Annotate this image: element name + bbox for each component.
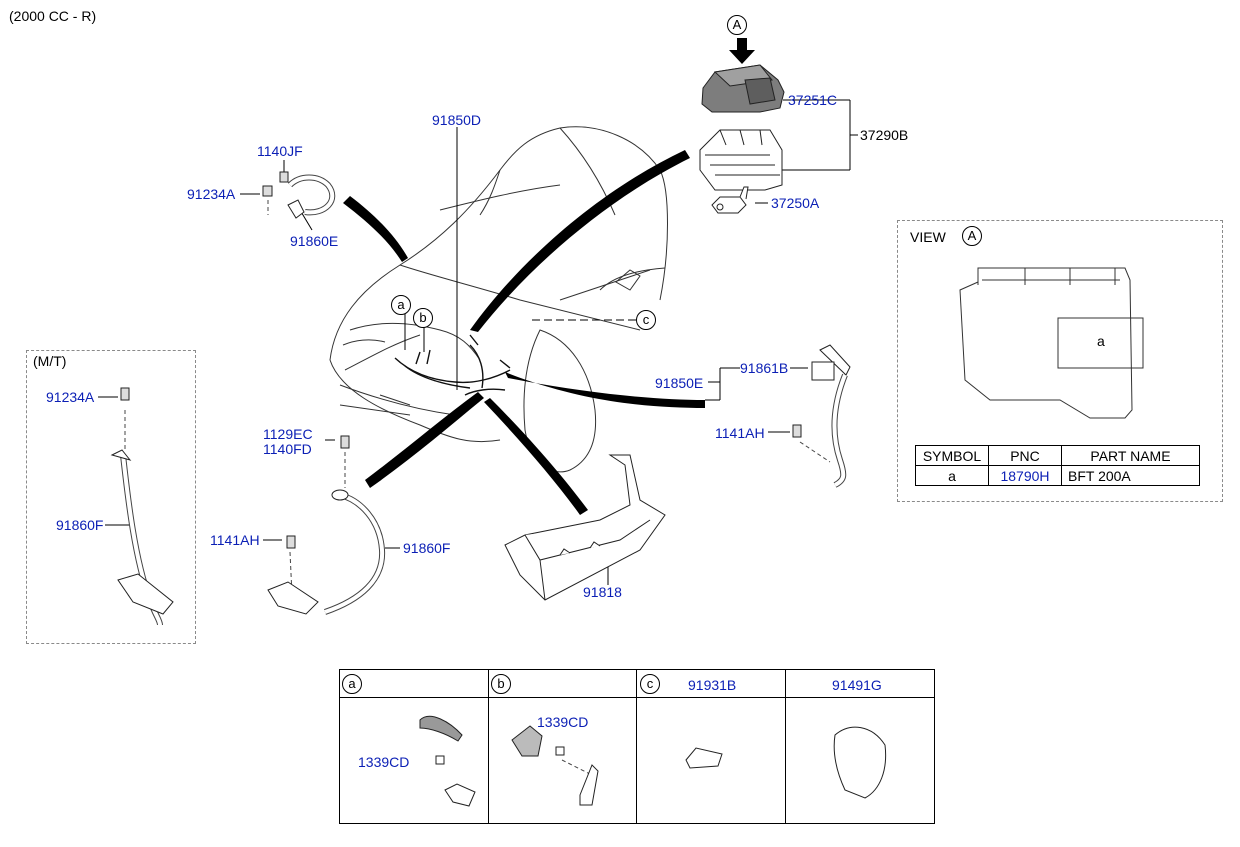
parts-table-part-b-1339CD[interactable]: 1339CD <box>537 714 589 730</box>
part-label-1140FD[interactable]: 1140FD <box>263 441 312 457</box>
battery-cover-icon <box>701 64 785 113</box>
ground-cable-91850E-icon <box>792 344 851 488</box>
callout-marker-c[interactable]: c <box>636 310 656 330</box>
view-a-box-marker: A <box>962 226 982 246</box>
part-label-91850D[interactable]: 91850D <box>432 112 482 128</box>
symbol-table-row: a 18790H BFT 200A <box>915 465 1200 486</box>
part-label-91860F[interactable]: 91860F <box>403 540 451 556</box>
mt-option-box <box>26 350 196 644</box>
parts-table-part-a-1339CD[interactable]: 1339CD <box>358 754 410 770</box>
part-label-91818[interactable]: 91818 <box>583 584 622 600</box>
part-label-1140JF[interactable]: 1140JF <box>257 143 303 159</box>
parts-table-col-a <box>340 670 489 823</box>
parts-table-icons <box>419 715 887 807</box>
parts-table-col-b <box>488 670 637 823</box>
battery-terminal-icon <box>711 186 749 214</box>
pointer-91818 <box>484 398 588 515</box>
parts-table-marker-c: c <box>640 674 660 694</box>
pointer-91860F <box>365 392 484 488</box>
fuse-symbol-label: a <box>1097 333 1105 349</box>
symbol-table-header-row: SYMBOL PNC PART NAME <box>915 445 1200 466</box>
view-a-heading: VIEW <box>910 229 946 245</box>
symbol-table: SYMBOL PNC PART NAME a 18790H BFT 200A <box>915 445 1200 486</box>
part-label-37250A[interactable]: 37250A <box>771 195 820 211</box>
part-label-37251C[interactable]: 37251C <box>788 92 838 108</box>
mt-box-heading: (M/T) <box>33 353 67 369</box>
ground-cable-91860F-icon <box>267 435 386 615</box>
mt-part-label-91234A[interactable]: 91234A <box>46 389 95 405</box>
pointer-91850E <box>505 372 705 408</box>
ground-cable-mt-icon <box>110 387 174 626</box>
view-a-arrow-icon <box>729 38 755 64</box>
view-a-marker: A <box>727 15 747 35</box>
parts-table-title-91931B[interactable]: 91931B <box>688 677 737 693</box>
view-a-box <box>897 220 1223 502</box>
parts-table-marker-b: b <box>491 674 511 694</box>
part-label-1129EC[interactable]: 1129EC <box>263 426 313 442</box>
part-label-1141AH-left[interactable]: 1141AH <box>210 532 260 548</box>
part-label-91850E[interactable]: 91850E <box>655 375 704 391</box>
callout-marker-b[interactable]: b <box>413 308 433 328</box>
pointer-91860E <box>343 196 408 262</box>
callout-parts-table <box>339 669 935 824</box>
part-label-91861B[interactable]: 91861B <box>740 360 789 376</box>
parts-table-header-divider <box>340 697 934 698</box>
car-outline-illustration <box>329 126 668 473</box>
symbol-header: SYMBOL <box>915 445 989 466</box>
pointer-37290B <box>470 150 690 332</box>
diagram-title: (2000 CC - R) <box>9 8 97 24</box>
pnc-cell[interactable]: 18790H <box>988 465 1062 486</box>
bracket-91818-icon <box>504 454 666 601</box>
part-name-cell: BFT 200A <box>1061 465 1200 486</box>
wiring-harness-illustration <box>394 334 511 396</box>
pnc-header: PNC <box>988 445 1062 466</box>
fuse-block-view-outline <box>959 267 1144 419</box>
part-label-91860E[interactable]: 91860E <box>290 233 339 249</box>
part-label-91234A[interactable]: 91234A <box>187 186 236 202</box>
part-label-37290B[interactable]: 37290B <box>860 127 909 143</box>
battery-tray-icon <box>699 129 783 191</box>
part-label-1141AH-right[interactable]: 1141AH <box>715 425 765 441</box>
callout-marker-a[interactable]: a <box>391 295 411 315</box>
parts-table-title-91491G[interactable]: 91491G <box>832 677 882 693</box>
part-name-header: PART NAME <box>1061 445 1200 466</box>
mt-part-label-91860F[interactable]: 91860F <box>56 517 104 533</box>
leader-lines <box>98 99 858 585</box>
parts-table-marker-a: a <box>342 674 362 694</box>
pointer-strokes <box>343 38 755 515</box>
symbol-cell: a <box>915 465 989 486</box>
parts-table-col-c <box>637 670 786 823</box>
ground-cable-91860E-icon <box>262 171 336 219</box>
